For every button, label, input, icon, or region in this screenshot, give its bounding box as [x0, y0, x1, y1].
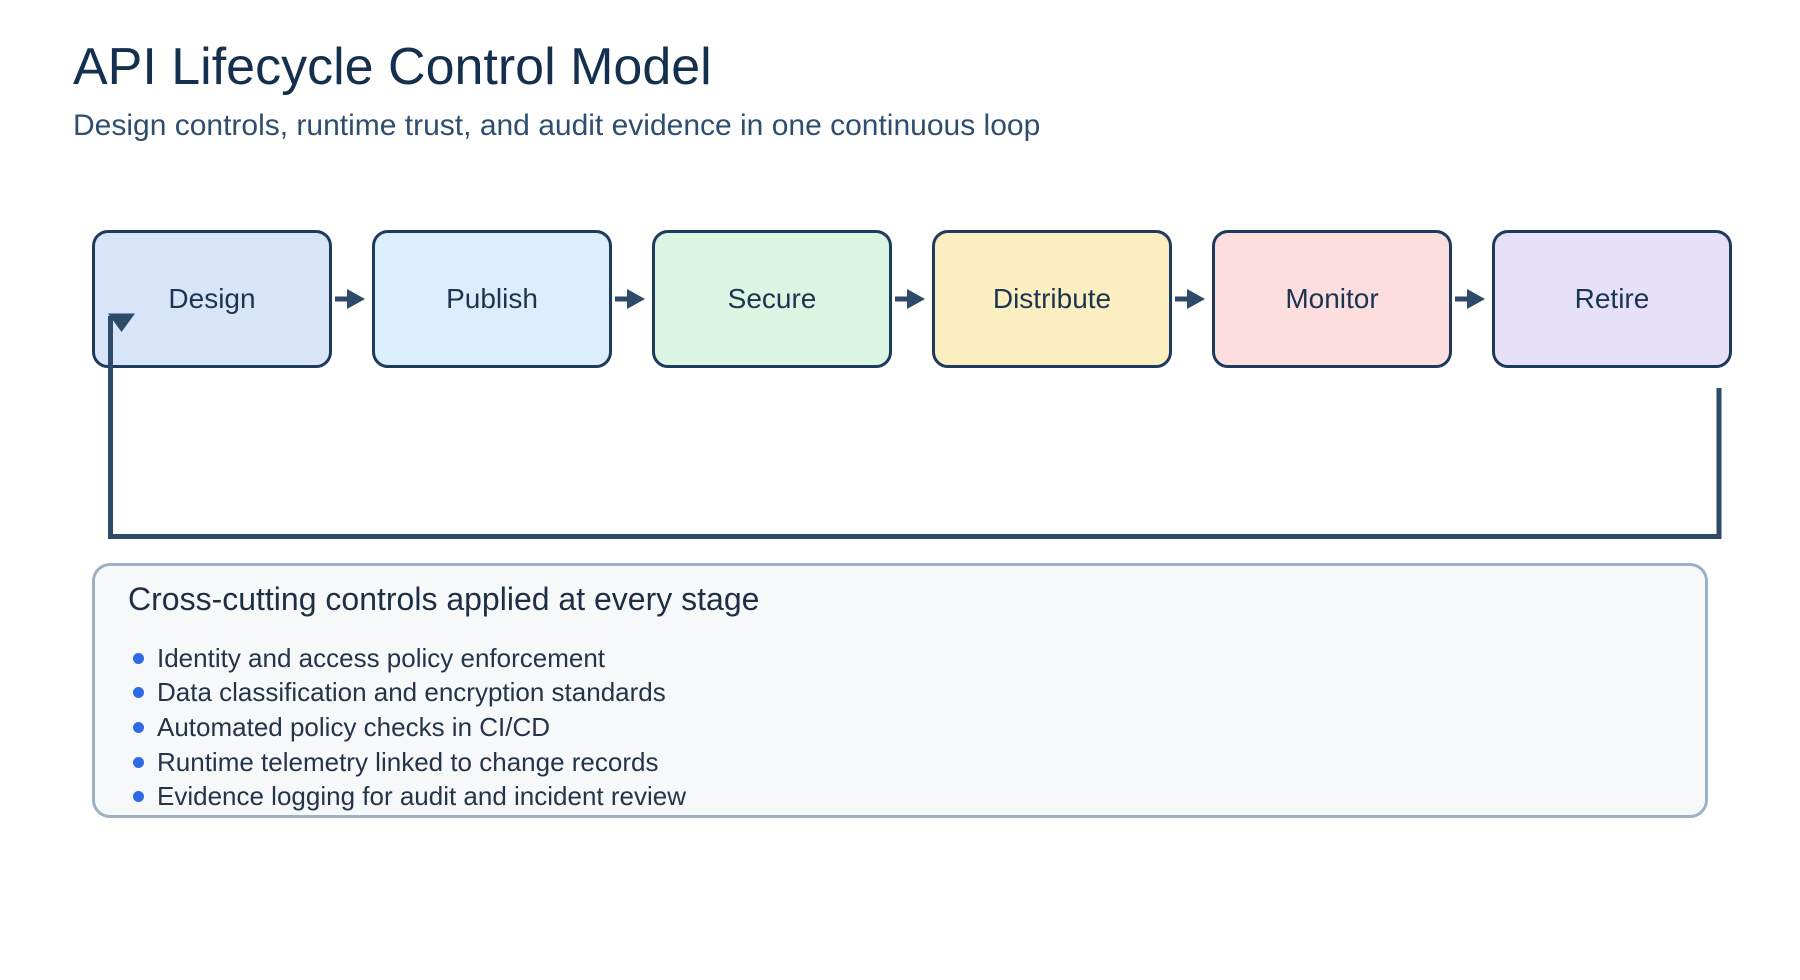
panel-list-item: Automated policy checks in CI/CD: [95, 710, 1705, 745]
bullet-dot-icon: [133, 791, 144, 803]
panel-item-text: Identity and access policy enforcement: [157, 642, 606, 673]
stage-label: Design: [168, 283, 256, 314]
stage-connector-arrow-icon: [332, 230, 372, 368]
stage-connector-arrow-icon: [892, 230, 932, 368]
stage-box-monitor: Monitor: [1212, 230, 1452, 368]
bullet-dot-icon: [133, 652, 144, 664]
stage-label: Publish: [446, 283, 538, 314]
panel-list-item: Data classification and encryption stand…: [95, 676, 1705, 711]
stage-box-publish: Publish: [372, 230, 612, 368]
stage-label: Retire: [1574, 283, 1650, 314]
stage-box-design: Design: [92, 230, 332, 368]
stage-connector-arrow-icon: [1452, 230, 1492, 368]
panel-item-text: Data classification and encryption stand…: [157, 677, 666, 708]
stage-connector-arrow-icon: [612, 230, 652, 368]
page-subtitle: Design controls, runtime trust, and audi…: [73, 109, 1041, 142]
cross-cutting-panel: Cross-cutting controls applied at every …: [92, 563, 1708, 818]
panel-item-text: Automated policy checks in CI/CD: [157, 711, 551, 742]
stage-box-retire: Retire: [1492, 230, 1732, 368]
stage-label: Monitor: [1285, 283, 1379, 314]
panel-item-text: Evidence logging for audit and incident …: [157, 781, 687, 812]
panel-item-text: Runtime telemetry linked to change recor…: [157, 746, 659, 777]
bullet-dot-icon: [133, 756, 144, 768]
bullet-dot-icon: [133, 687, 144, 699]
panel-list-item: Identity and access policy enforcement: [95, 641, 1705, 676]
stage-box-secure: Secure: [652, 230, 892, 368]
page-title: API Lifecycle Control Model: [73, 38, 712, 96]
panel-list-item: Runtime telemetry linked to change recor…: [95, 745, 1705, 780]
panel-heading: Cross-cutting controls applied at every …: [128, 581, 760, 617]
stage-box-distribute: Distribute: [932, 230, 1172, 368]
stage-label: Secure: [727, 283, 817, 314]
stage-connector-arrow-icon: [1172, 230, 1212, 368]
stage-label: Distribute: [992, 283, 1112, 314]
bullet-dot-icon: [133, 721, 144, 733]
stage-row: Design Publish Secure Distribute Monitor Reti…: [92, 230, 1732, 368]
panel-list-item: Evidence logging for audit and incident …: [95, 779, 1705, 814]
